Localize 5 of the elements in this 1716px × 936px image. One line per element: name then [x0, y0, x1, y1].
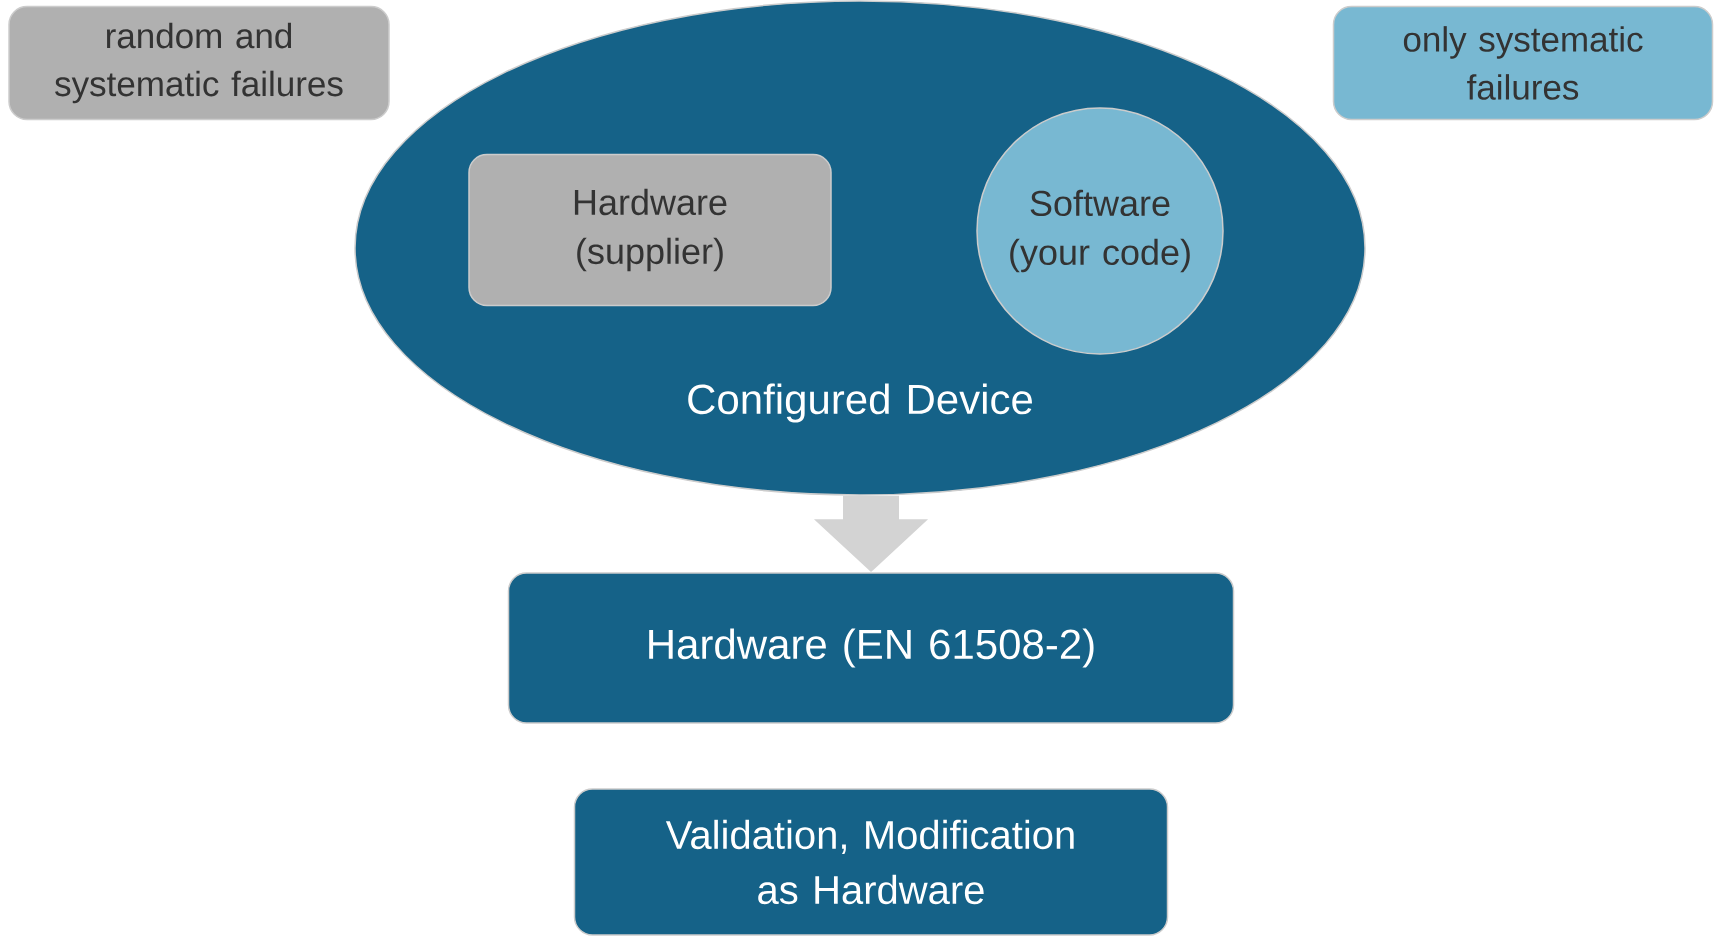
hardware-box: Hardware (supplier) — [468, 153, 832, 307]
failure-note-box: only systematic failures — [1332, 5, 1714, 121]
validation-box: Validation, Modification as Hardware — [573, 788, 1169, 936]
failure-note-box: random and systematic failures — [8, 5, 390, 121]
hardware-box: Hardware (EN 61508-2) — [507, 572, 1235, 724]
